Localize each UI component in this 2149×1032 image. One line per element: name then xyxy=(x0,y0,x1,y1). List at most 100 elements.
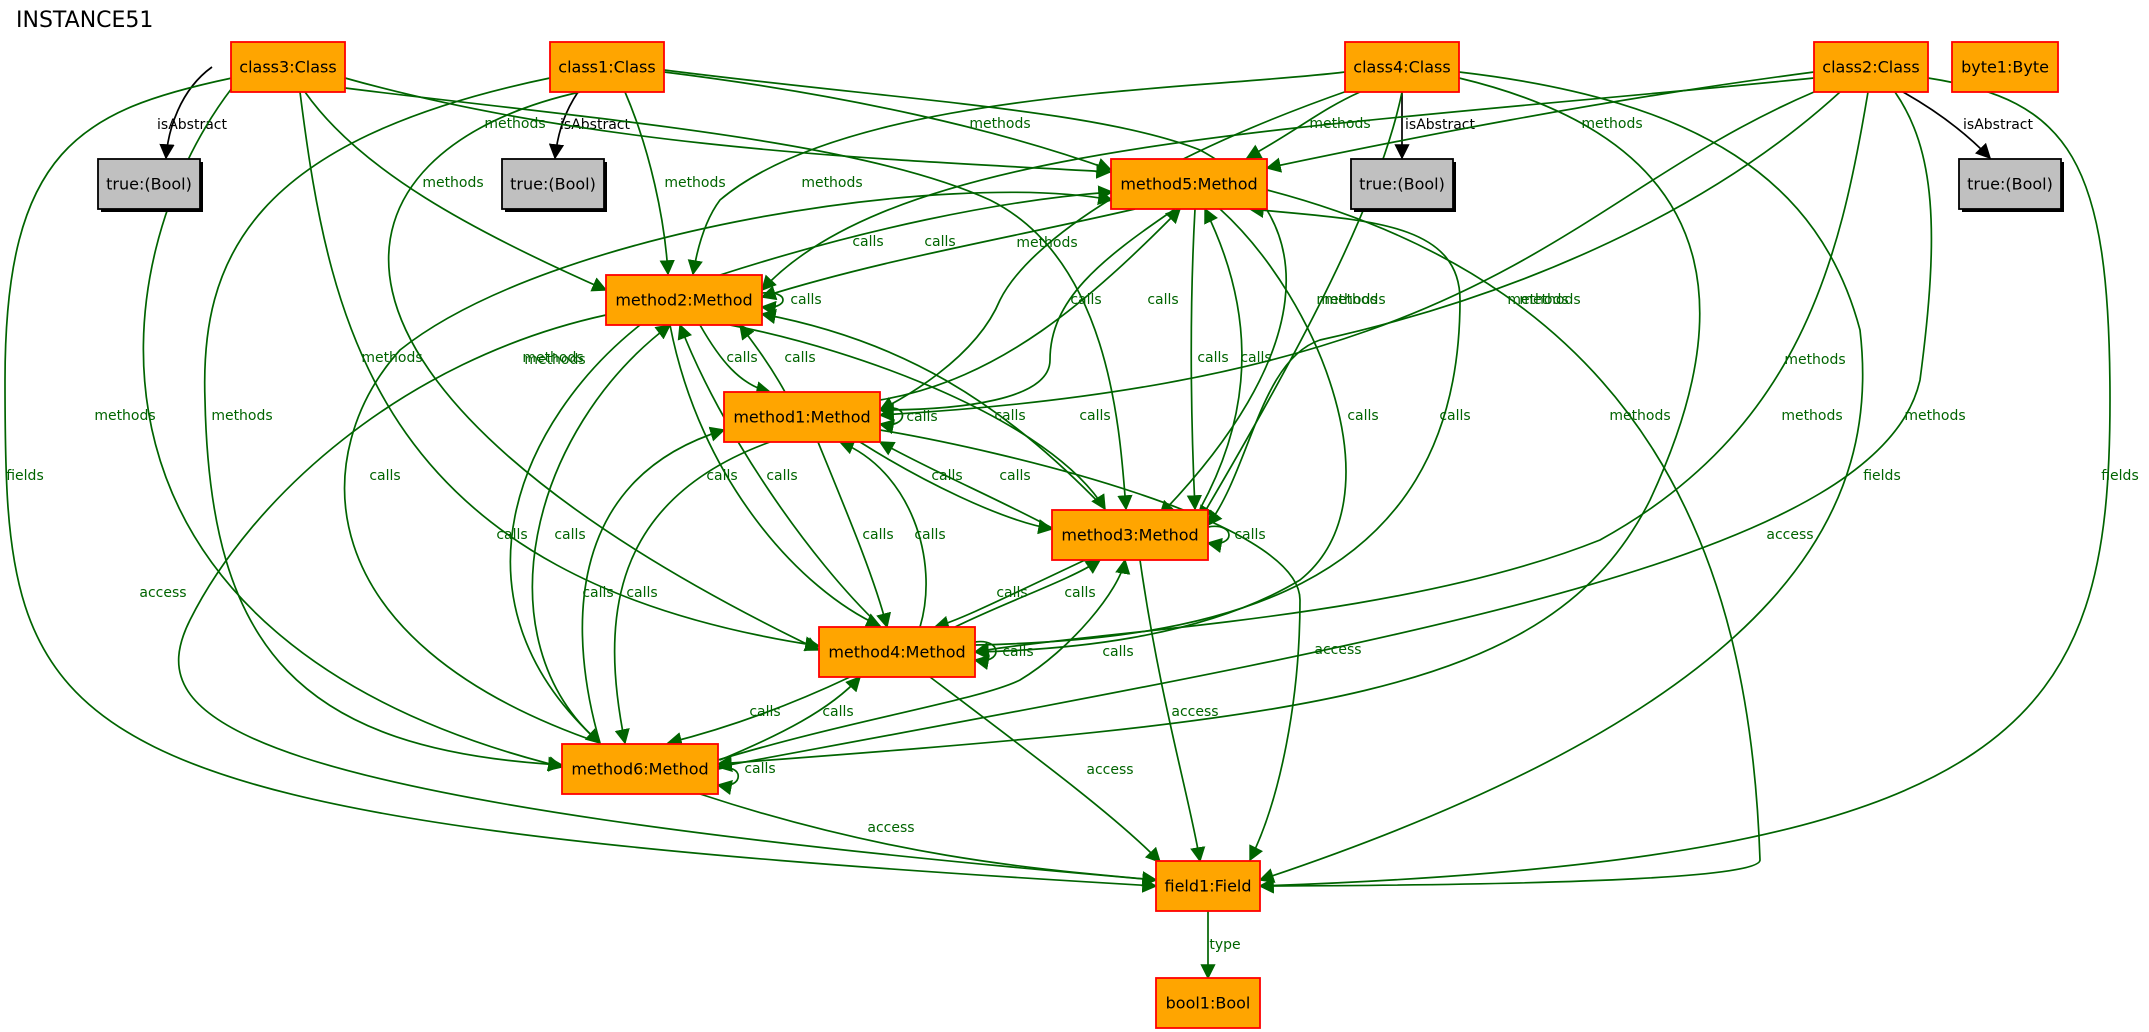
edge-label: methods xyxy=(361,350,422,366)
node-box xyxy=(1110,158,1268,210)
node-method1[interactable]: method1:Method xyxy=(723,391,881,443)
edge-class1-method3: methods xyxy=(663,69,1378,517)
edge-method3-method2: calls xyxy=(760,309,1106,510)
node-bool1[interactable]: bool1:Bool xyxy=(1155,977,1261,1029)
edge-label: access xyxy=(1766,527,1813,543)
edge-label: isAbstract xyxy=(1963,117,2033,133)
edge-line xyxy=(1207,91,1841,527)
edge-label: calls xyxy=(706,468,737,484)
edge-label: calls xyxy=(790,292,821,308)
edge-class2-method6: methods xyxy=(716,91,1966,773)
edge-line xyxy=(954,559,1102,628)
node-field1[interactable]: field1:Field xyxy=(1155,860,1261,912)
edge-class1-method4: methods xyxy=(387,91,821,651)
node-method5[interactable]: method5:Method xyxy=(1110,158,1268,210)
edge-method2-method2: calls xyxy=(760,291,822,317)
edge-line xyxy=(663,71,1113,173)
edge-label: calls xyxy=(999,468,1030,484)
edge-line xyxy=(716,767,740,796)
edge-class4-method3: methods xyxy=(1199,91,1403,522)
edge-label: access xyxy=(1171,704,1218,720)
node-method2[interactable]: method2:Method xyxy=(605,274,763,326)
edge-label: calls xyxy=(862,527,893,543)
edge-line xyxy=(624,91,675,276)
edge-method1-field1: access xyxy=(879,429,1362,862)
edge-line xyxy=(878,89,1351,411)
edge-line xyxy=(719,675,862,761)
edge-line xyxy=(663,69,1287,517)
node-method4[interactable]: method4:Method xyxy=(818,626,976,678)
edge-label: calls xyxy=(1079,408,1110,424)
edge-method3-method3: calls xyxy=(1206,525,1266,553)
edge-line xyxy=(760,291,784,317)
edge-method4-method3: calls xyxy=(954,559,1102,628)
edge-class3-method5: methods xyxy=(344,77,1112,179)
edge-method1-method6: calls xyxy=(582,441,771,745)
edge-label: isAbstract xyxy=(1405,117,1475,133)
edge-label: calls xyxy=(582,585,613,601)
node-true1[interactable]: true:(Bool) xyxy=(501,158,607,212)
edge-line xyxy=(666,676,851,748)
edge-label: calls xyxy=(1102,644,1133,660)
node-true4[interactable]: true:(Bool) xyxy=(1350,158,1456,212)
edge-label: calls xyxy=(744,761,775,777)
edge-class1-true1: isAbstract xyxy=(548,91,630,160)
edge-line xyxy=(387,91,821,651)
edge-method4-method5: calls xyxy=(974,202,1471,646)
edge-line xyxy=(509,324,641,745)
edge-label: calls xyxy=(1234,527,1265,543)
edge-method4-field1: access xyxy=(929,676,1162,864)
edge-line xyxy=(699,793,1158,887)
edge-line xyxy=(817,441,892,629)
edge-method2-field1: access xyxy=(139,314,1158,887)
node-byte1[interactable]: byte1:Byte xyxy=(1951,41,2059,93)
edge-label: methods xyxy=(1519,292,1580,308)
node-method6[interactable]: method6:Method xyxy=(561,743,719,795)
edge-method1-method5: calls xyxy=(879,207,1182,401)
node-box xyxy=(561,743,719,795)
node-class4[interactable]: class4:Class xyxy=(1344,41,1460,93)
node-class3[interactable]: class3:Class xyxy=(230,41,346,93)
edge-line xyxy=(581,426,726,744)
edge-method4-method2: calls xyxy=(677,323,881,627)
edge-class4-method2: methods xyxy=(1245,91,1371,159)
edge-label: calls xyxy=(994,408,1025,424)
edge-label: methods xyxy=(664,175,725,191)
node-class1[interactable]: class1:Class xyxy=(549,41,665,93)
edge-label: access xyxy=(1314,642,1361,658)
node-box xyxy=(1051,509,1209,561)
edge-method2-method1: calls xyxy=(699,324,772,397)
edge-class4-method1: methods xyxy=(878,89,1351,411)
edge-label: calls xyxy=(822,704,853,720)
edge-label: calls xyxy=(726,350,757,366)
edge-label: methods xyxy=(1316,292,1377,308)
edge-label: methods xyxy=(1507,292,1568,308)
node-box xyxy=(818,626,976,678)
edge-label: fields xyxy=(1863,468,1901,484)
edge-class2-method3: methods xyxy=(1207,91,1846,527)
edge-class2-field1: fields xyxy=(1258,77,2139,894)
edge-label: isAbstract xyxy=(560,117,630,133)
edge-class1-method2: methods xyxy=(624,91,726,276)
node-class2[interactable]: class2:Class xyxy=(1813,41,1929,93)
node-method3[interactable]: method3:Method xyxy=(1051,509,1209,561)
edge-line xyxy=(760,309,1106,510)
edge-label: calls xyxy=(914,527,945,543)
edge-class4-field1: fields xyxy=(1258,71,1901,883)
edge-class4-method5: methods xyxy=(687,71,1346,276)
edge-line xyxy=(929,676,1162,864)
edge-label: calls xyxy=(1347,408,1378,424)
edge-line xyxy=(699,324,772,397)
edge-method5-method4: calls xyxy=(973,208,1379,660)
edge-label: methods xyxy=(211,408,272,424)
edge-method6-method3: calls xyxy=(717,558,1134,761)
edge-line xyxy=(613,441,771,745)
edge-label: methods xyxy=(1581,116,1642,132)
edge-method2-method4: calls xyxy=(669,324,882,628)
edge-method6-field1: access xyxy=(699,793,1158,887)
edge-line xyxy=(716,77,1701,771)
edge-label: calls xyxy=(1064,585,1095,601)
node-true3[interactable]: true:(Bool) xyxy=(97,158,203,212)
node-true2[interactable]: true:(Bool) xyxy=(1958,158,2064,212)
edge-line xyxy=(531,324,672,744)
